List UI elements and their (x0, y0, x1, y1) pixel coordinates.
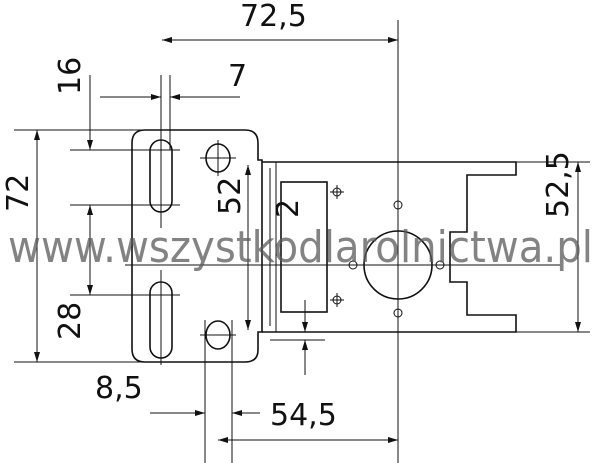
dim-slot-spacing: 28 (53, 302, 88, 340)
dim-overall-width: 72,5 (240, 0, 307, 34)
watermark: www.wszystkodlarolnictwa.pl (8, 222, 593, 273)
inner-block (280, 181, 328, 313)
mounting-plate (131, 129, 263, 363)
dim-thickness: 2 (271, 199, 306, 218)
dim-body-height: 52,5 (541, 151, 576, 218)
crosshair-icon (330, 185, 344, 307)
dim-plate-height: 72 (1, 174, 36, 212)
dim-slot-width: 7 (228, 59, 247, 94)
dim-hole-offset: 8,5 (95, 371, 143, 406)
dim-slot-offset: 16 (53, 57, 88, 95)
body-outline (262, 161, 517, 333)
dim-hole-to-center: 54,5 (270, 398, 337, 433)
dim-flange-height: 52 (213, 177, 248, 215)
